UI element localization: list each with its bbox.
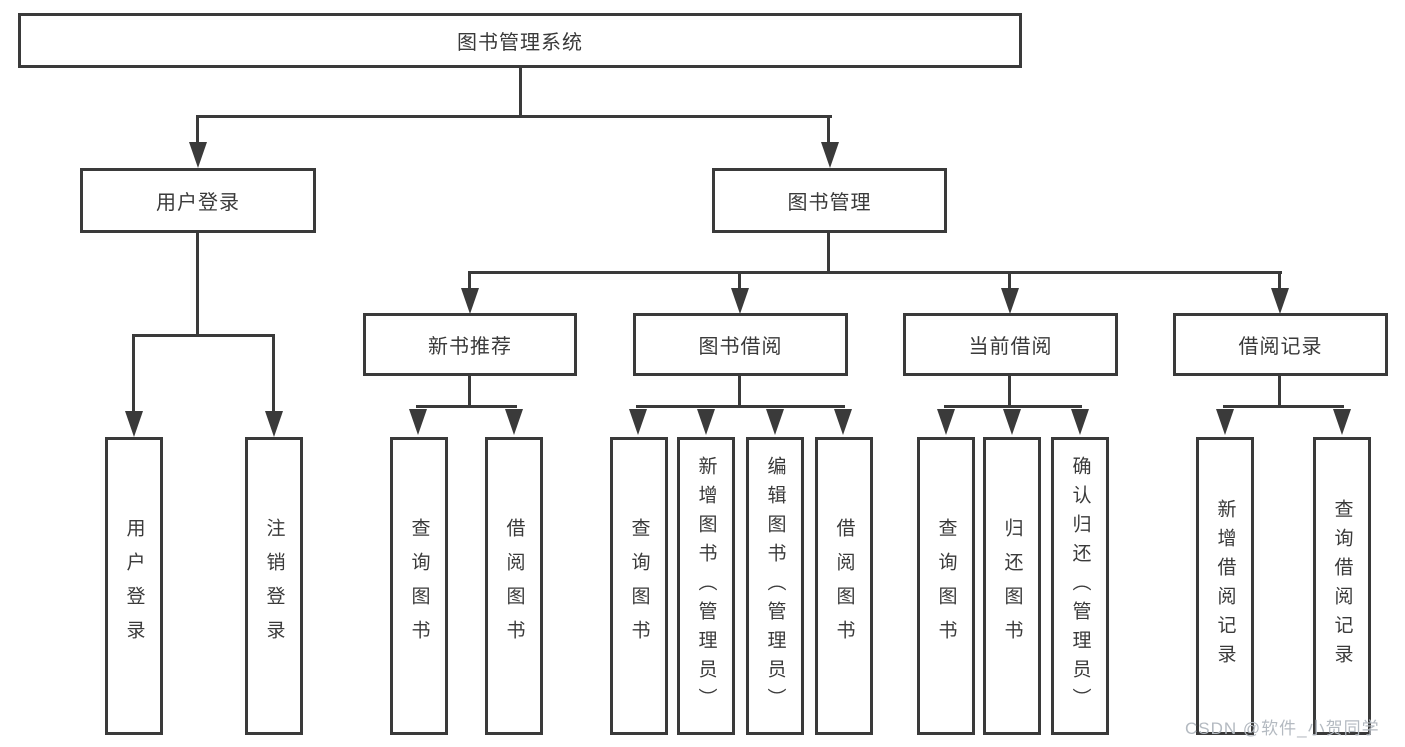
connector-stem (738, 374, 741, 408)
arrowhead-down-icon (1001, 288, 1019, 314)
leaf-logout-login: 注销登录 (245, 437, 303, 735)
arrowhead-down-icon (1333, 409, 1351, 435)
connector-stem (1278, 271, 1281, 293)
leaf-label: 查询图书 (408, 518, 430, 654)
leaf-confirm-return-admin: 确认归还（管理员） (1051, 437, 1109, 735)
connector-rail (132, 334, 275, 337)
arrowhead-down-icon (937, 409, 955, 435)
arrowhead-down-icon (1271, 288, 1289, 314)
connector-stem (468, 271, 471, 293)
leaf-label: 新增图书（管理员） (695, 455, 717, 717)
connector-rail (416, 405, 517, 408)
leaf-label: 查询图书 (935, 518, 957, 654)
node-new-book-recommendation: 新书推荐 (363, 313, 577, 376)
node-label: 当前借阅 (968, 336, 1053, 358)
connector-stem (468, 374, 471, 408)
arrowhead-down-icon (697, 409, 715, 435)
arrowhead-down-icon (265, 411, 283, 437)
leaf-label: 借阅图书 (503, 518, 525, 654)
connector-stem (272, 334, 275, 414)
arrowhead-down-icon (766, 409, 784, 435)
connector-stem (519, 66, 522, 117)
arrowhead-down-icon (1003, 409, 1021, 435)
connector-stem (827, 115, 830, 145)
leaf-query-books-borrowing: 查询图书 (610, 437, 668, 735)
leaf-label: 确认归还（管理员） (1069, 455, 1091, 717)
arrowhead-down-icon (731, 288, 749, 314)
connector-stem (1008, 271, 1011, 293)
connector-rail (196, 115, 832, 118)
node-label: 新书推荐 (428, 336, 512, 358)
connector-stem (132, 334, 135, 414)
leaf-label: 查询借阅记录 (1331, 499, 1353, 673)
node-library-system: 图书管理系统 (18, 13, 1022, 68)
connector-rail (1223, 405, 1344, 408)
leaf-label: 归还图书 (1001, 518, 1023, 654)
connector-stem (1008, 374, 1011, 408)
connector-stem (738, 271, 741, 293)
leaf-return-books: 归还图书 (983, 437, 1041, 735)
node-label: 借阅记录 (1238, 336, 1323, 358)
watermark: CSDN @软件_小贺同学 (1185, 719, 1380, 738)
node-label: 图书管理 (787, 192, 872, 214)
arrowhead-down-icon (409, 409, 427, 435)
connector-stem (827, 231, 830, 274)
connector-stem (1278, 374, 1281, 408)
leaf-borrow-books-borrowing: 借阅图书 (815, 437, 873, 735)
arrowhead-down-icon (821, 142, 839, 168)
connector-rail (636, 405, 845, 408)
leaf-add-borrow-record: 新增借阅记录 (1196, 437, 1254, 735)
leaf-add-books-admin: 新增图书（管理员） (677, 437, 735, 735)
arrowhead-down-icon (629, 409, 647, 435)
leaf-label: 编辑图书（管理员） (764, 455, 786, 717)
connector-stem (196, 231, 199, 336)
node-borrowing-records: 借阅记录 (1173, 313, 1388, 376)
arrowhead-down-icon (834, 409, 852, 435)
leaf-edit-books-admin: 编辑图书（管理员） (746, 437, 804, 735)
arrowhead-down-icon (461, 288, 479, 314)
node-book-borrowing: 图书借阅 (633, 313, 848, 376)
arrowhead-down-icon (1071, 409, 1089, 435)
leaf-label: 查询图书 (628, 518, 650, 654)
leaf-label: 借阅图书 (833, 518, 855, 654)
connector-rail (468, 271, 1282, 274)
leaf-label: 注销登录 (263, 518, 285, 654)
node-book-management: 图书管理 (712, 168, 947, 233)
leaf-query-books-current: 查询图书 (917, 437, 975, 735)
node-label: 用户登录 (156, 192, 240, 214)
node-label: 图书管理系统 (457, 32, 583, 54)
leaf-query-borrow-record: 查询借阅记录 (1313, 437, 1371, 735)
arrowhead-down-icon (125, 411, 143, 437)
leaf-borrow-books-recommend: 借阅图书 (485, 437, 543, 735)
arrowhead-down-icon (189, 142, 207, 168)
leaf-query-books-recommend: 查询图书 (390, 437, 448, 735)
node-label: 图书借阅 (698, 336, 783, 358)
leaf-label: 新增借阅记录 (1214, 499, 1236, 673)
connector-rail (944, 405, 1082, 408)
arrowhead-down-icon (505, 409, 523, 435)
arrowhead-down-icon (1216, 409, 1234, 435)
leaf-user-login: 用户登录 (105, 437, 163, 735)
node-user-login: 用户登录 (80, 168, 316, 233)
node-current-borrowing: 当前借阅 (903, 313, 1118, 376)
connector-stem (196, 115, 199, 145)
leaf-label: 用户登录 (123, 518, 145, 654)
